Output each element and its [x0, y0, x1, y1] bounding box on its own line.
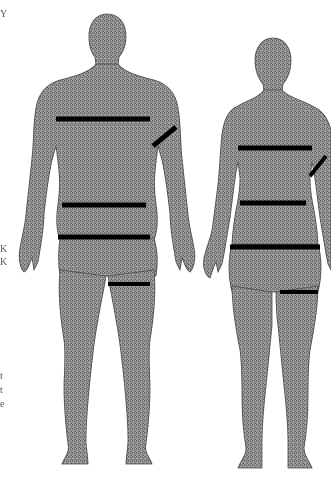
male-head — [89, 14, 126, 66]
female-left-leg — [232, 286, 272, 468]
edge-fragment: e — [0, 400, 8, 410]
female-head — [255, 38, 291, 92]
male-pelvis — [59, 238, 158, 276]
edge-fragment: Y — [0, 10, 8, 20]
edge-fragment: K — [0, 258, 8, 268]
male-left-leg — [59, 270, 106, 464]
edge-fragment: t — [0, 372, 8, 382]
edge-fragment: K — [0, 245, 8, 255]
male-right-leg — [108, 270, 155, 464]
female-figure — [203, 38, 331, 468]
female-right-leg — [276, 286, 318, 468]
female-pelvis — [229, 244, 321, 292]
edge-fragment: t — [0, 386, 8, 396]
